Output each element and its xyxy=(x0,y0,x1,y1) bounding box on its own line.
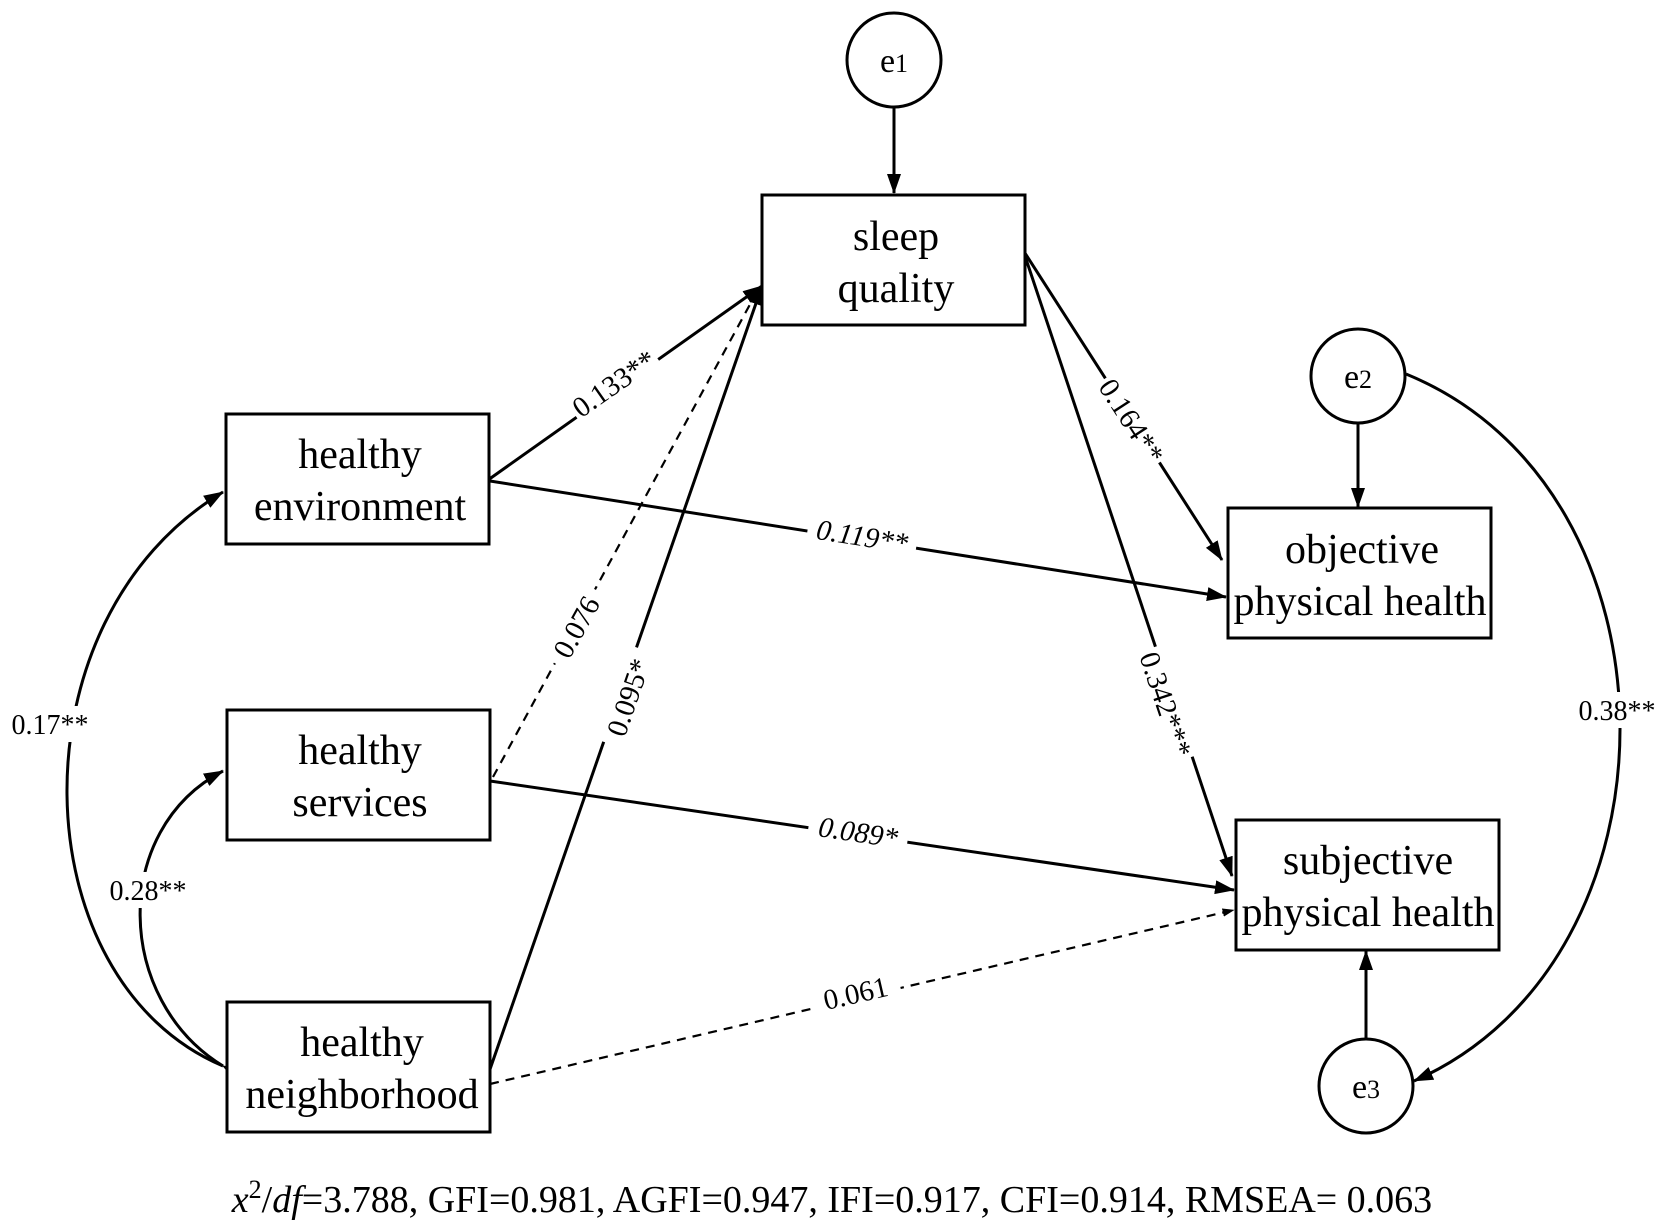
cov-env-neighborhood-label: 0.17** xyxy=(12,710,89,741)
node-healthy-services-line2: services xyxy=(292,780,427,826)
node-sleep-quality-line2: quality xyxy=(838,266,955,312)
error-e1: e1 xyxy=(845,11,943,109)
fit-chi-symbol: x xyxy=(231,1179,249,1221)
coef-env-sleep-text: 0.133** xyxy=(567,344,663,424)
fit-chi-sup: 2 xyxy=(249,1175,262,1204)
error-e3-index: 3 xyxy=(1367,1075,1380,1104)
fit-df-label: df xyxy=(272,1179,306,1221)
svg-text:e2: e2 xyxy=(1344,359,1372,396)
path-services-sleep xyxy=(492,285,761,778)
coef-services-subjective: 0.089* xyxy=(806,806,911,858)
node-healthy-services-line1: healthy xyxy=(298,728,422,774)
node-subjective-line2: physical health xyxy=(1241,890,1494,936)
node-healthy-neighborhood-line1: healthy xyxy=(300,1020,424,1066)
node-healthy-environment: healthy environment xyxy=(224,412,491,546)
error-e2-index: 2 xyxy=(1359,365,1372,394)
node-sleep-quality: sleep quality xyxy=(760,193,1027,327)
coef-sleep-subjective-text: 0.342*** xyxy=(1133,648,1198,761)
coef-env-sleep: 0.133** xyxy=(562,339,666,427)
cov-services-neighborhood-label: 0.28** xyxy=(110,876,187,907)
node-subjective-line1: subjective xyxy=(1283,838,1453,884)
cov-services-neighborhood xyxy=(138,769,243,1082)
node-subjective-physical-health: subjective physical health xyxy=(1234,818,1501,952)
coef-neighborhood-subjective-text: 0.061 xyxy=(820,971,891,1017)
error-e3: e3 xyxy=(1317,1037,1415,1135)
node-healthy-services: healthy services xyxy=(225,708,492,842)
coef-env-objective-text: 0.119** xyxy=(814,514,910,560)
error-e1-index: 1 xyxy=(895,49,908,78)
coef-services-sleep: 0.076 xyxy=(540,581,613,673)
cov-e2-e3-label: 0.38** xyxy=(1579,696,1656,727)
fit-indices: x2/df=3.788, GFI=0.981, AGFI=0.947, IFI=… xyxy=(231,1175,1432,1221)
error-e3-letter: e xyxy=(1352,1069,1367,1106)
error-e2: e2 xyxy=(1309,327,1407,425)
fit-values: =3.788, GFI=0.981, AGFI=0.947, IFI=0.917… xyxy=(302,1179,1432,1221)
node-healthy-neighborhood-line2: neighborhood xyxy=(245,1072,478,1118)
coef-services-subjective-text: 0.089* xyxy=(816,811,900,855)
node-objective-physical-health: objective physical health xyxy=(1226,506,1493,640)
coef-sleep-subjective: 0.342*** xyxy=(1130,643,1202,766)
svg-text:e3: e3 xyxy=(1352,1069,1380,1106)
node-sleep-quality-line1: sleep xyxy=(853,214,939,260)
cov-env-neighborhood xyxy=(65,490,244,1080)
node-healthy-environment-line1: healthy xyxy=(298,432,422,478)
error-e1-letter: e xyxy=(880,43,895,80)
coef-neighborhood-sleep: 0.095* xyxy=(594,644,662,751)
error-e2-letter: e xyxy=(1344,359,1359,396)
svg-text:e1: e1 xyxy=(880,43,908,80)
node-objective-line1: objective xyxy=(1285,527,1439,573)
coef-sleep-objective: 0.164** xyxy=(1089,369,1175,473)
path-sleep-subjective xyxy=(1021,249,1234,877)
coef-neighborhood-subjective: 0.061 xyxy=(807,965,904,1021)
node-healthy-environment-line2: environment xyxy=(254,484,467,530)
coef-env-objective: 0.119** xyxy=(805,509,920,563)
node-healthy-neighborhood: healthy neighborhood xyxy=(225,1000,492,1134)
node-objective-line2: physical health xyxy=(1233,579,1486,625)
